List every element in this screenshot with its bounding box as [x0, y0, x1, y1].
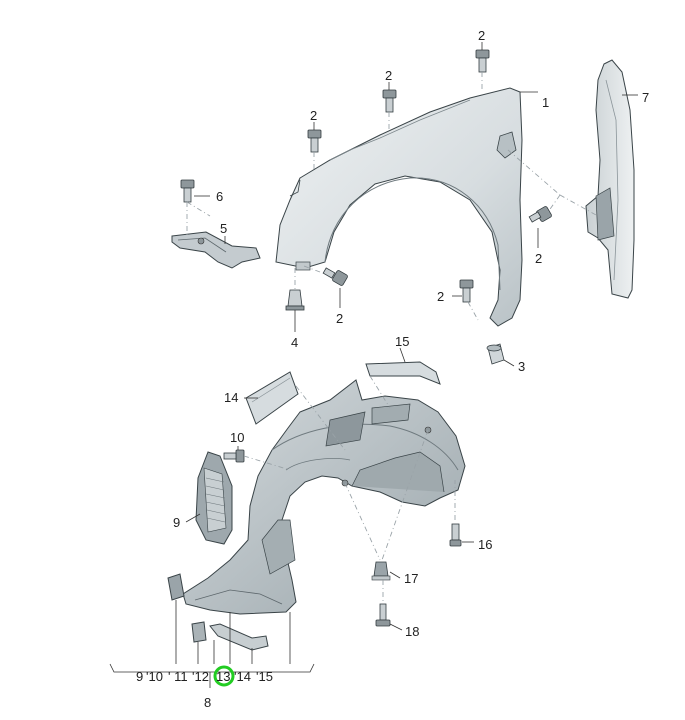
- seq-10: '10: [146, 669, 163, 684]
- pad-part-14: [245, 371, 299, 425]
- bolt-part-6: [180, 179, 195, 203]
- seq-15: '15: [256, 669, 273, 684]
- callout-8: 8: [204, 695, 211, 710]
- clip-part-11: [167, 573, 185, 601]
- callout-2-top: 2: [478, 28, 485, 43]
- bolt-part-10: [223, 449, 245, 463]
- seq-9: 9: [136, 669, 143, 684]
- callout-10: 10: [230, 430, 244, 445]
- callout-2-lower-right: 2: [437, 289, 444, 304]
- callout-18: 18: [405, 624, 419, 639]
- callout-15: 15: [395, 334, 409, 349]
- callout-14: 14: [224, 390, 238, 405]
- callout-2-lower: 2: [336, 311, 343, 326]
- strip-part-15: [365, 361, 441, 385]
- callout-labels: 1 2 2 2 2 2 2 3 4 5 6 7 14 15 10 9 16 17…: [173, 28, 649, 710]
- seq-14: '14: [234, 669, 251, 684]
- bolt-lower-right: [459, 279, 474, 303]
- callout-9: 9: [173, 515, 180, 530]
- callout-2-left: 2: [310, 108, 317, 123]
- fender-part-1: [275, 87, 523, 327]
- seq-12: '12: [192, 669, 209, 684]
- bolt-lower-mid: [322, 267, 348, 286]
- wheel-housing-liner: [182, 379, 466, 615]
- bolt-right-side: [528, 206, 552, 223]
- callout-1: 1: [542, 95, 549, 110]
- callout-2-mid: 2: [385, 68, 392, 83]
- callout-4: 4: [291, 335, 298, 350]
- plug-part-4: [285, 289, 305, 311]
- strip-part-13: [209, 623, 269, 651]
- clip-part-12: [191, 621, 207, 643]
- callout-6: 6: [216, 189, 223, 204]
- side-panel-part-7: [585, 59, 635, 299]
- callout-5: 5: [220, 221, 227, 236]
- grille-part-9: [195, 451, 233, 545]
- nut-part-3: [486, 343, 505, 365]
- clip-part-17: [371, 561, 391, 581]
- callout-17: 17: [404, 571, 418, 586]
- bottom-sequence: 9 '10 ' 11 '12 13 '14 '15: [136, 665, 273, 687]
- callout-16: 16: [478, 537, 492, 552]
- bolt-part-16: [449, 523, 462, 547]
- seq-11: ' 11: [168, 669, 188, 684]
- bracket-part-5: [171, 231, 261, 269]
- alignment-lines: [186, 72, 597, 604]
- bolt-left-top: [307, 129, 322, 153]
- bolt-mid-top: [382, 89, 397, 113]
- leader-lines: [109, 42, 638, 688]
- callout-7: 7: [642, 90, 649, 105]
- callout-3: 3: [518, 359, 525, 374]
- seq-13: 13: [216, 669, 230, 684]
- callout-2-right: 2: [535, 251, 542, 266]
- screw-part-18: [375, 603, 391, 627]
- bolt-top: [475, 49, 490, 73]
- highlight-ring-13: [213, 665, 235, 687]
